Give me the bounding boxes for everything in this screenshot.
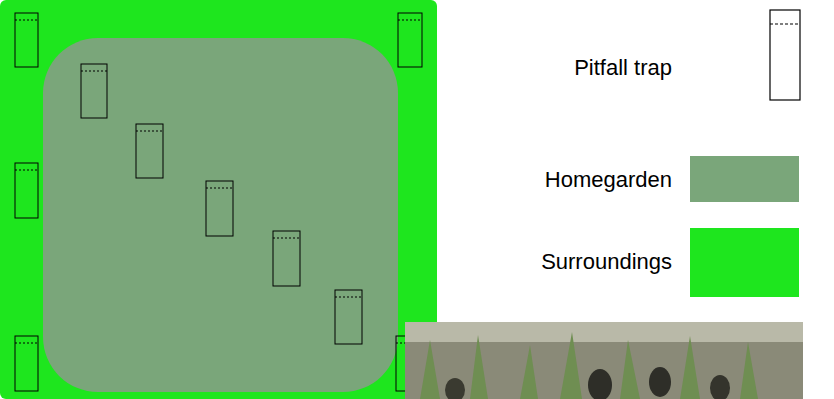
legend-label: Pitfall trap bbox=[574, 55, 672, 81]
legend-swatch bbox=[690, 156, 799, 202]
homegarden-area bbox=[43, 38, 398, 392]
surroundings-area bbox=[0, 0, 437, 399]
legend-trap-icon bbox=[770, 10, 800, 100]
legend-label: Surroundings bbox=[541, 249, 672, 275]
field-photo bbox=[405, 322, 803, 399]
legend-label: Homegarden bbox=[545, 167, 672, 193]
pitfall-traps bbox=[15, 13, 422, 391]
legend-swatch bbox=[690, 228, 799, 297]
